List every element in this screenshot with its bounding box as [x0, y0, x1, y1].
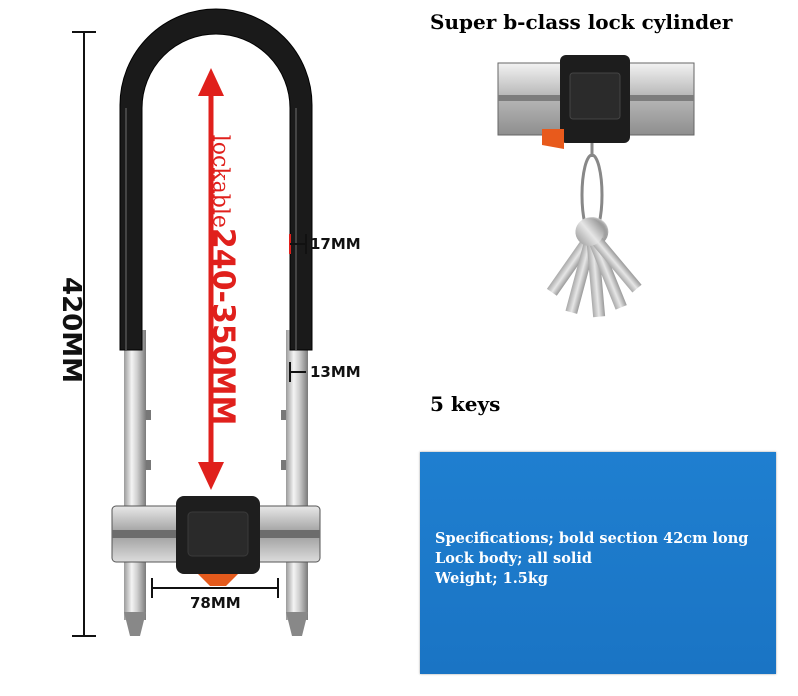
range-label-big: 240-350MM	[205, 227, 241, 426]
lock-body	[111, 496, 321, 586]
spec-line: Lock body; all solid	[435, 550, 593, 567]
range-arrow	[198, 68, 224, 490]
height-dimension	[72, 31, 96, 637]
thickness-upper-label: 17MM	[310, 235, 361, 253]
width-marker	[151, 578, 279, 598]
height-label: 420MM	[56, 276, 87, 384]
lock-cylinder-photo	[490, 45, 710, 345]
thickness-upper-marker	[289, 234, 307, 254]
thickness-lower-marker	[289, 362, 306, 382]
thickness-lower-label: 13MM	[310, 363, 361, 381]
u-lock-drawing	[72, 8, 321, 637]
range-label: lockable240-350MM	[206, 135, 241, 426]
lock-cylinder-drawing	[497, 55, 695, 318]
cylinder-title: Super b-class lock cylinder	[430, 10, 733, 34]
u-lock-figure: 420MM lockable240-350MM 17MM 13MM 78MM	[56, 8, 361, 637]
range-label-small: lockable	[207, 134, 233, 228]
width-label: 78MM	[190, 594, 241, 612]
keys-label: 5 keys	[430, 392, 501, 416]
specifications-panel: Specifications; bold section 42cm long L…	[420, 452, 776, 674]
spec-line: Specifications; bold section 42cm long	[435, 530, 749, 547]
spec-line: Weight; 1.5kg	[435, 570, 549, 587]
